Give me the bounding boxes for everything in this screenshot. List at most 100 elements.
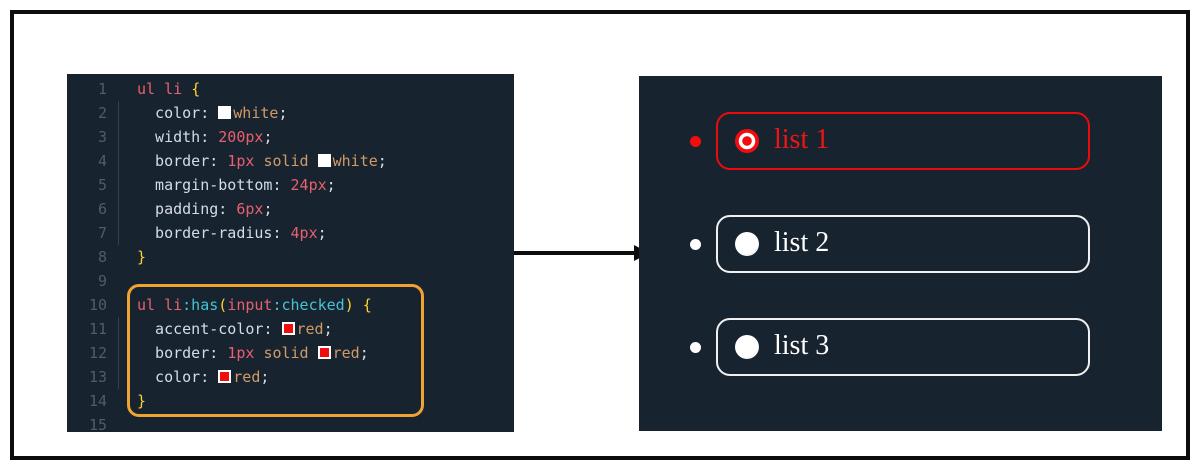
code-token: ; — [359, 344, 369, 362]
color-swatch-red-icon — [281, 322, 295, 335]
code-text: } — [107, 389, 146, 413]
line-number: 6 — [97, 200, 107, 218]
list-item[interactable]: list 2 — [639, 215, 1162, 273]
code-token: : — [272, 176, 291, 194]
code-token — [182, 80, 191, 98]
rendered-list-panel: list 1 list 2 list 3 — [639, 76, 1162, 431]
color-swatch-white-icon — [218, 106, 232, 119]
line-number: 9 — [97, 272, 107, 290]
code-text: border: 1px solid red; — [107, 341, 369, 365]
code-text — [107, 413, 137, 437]
code-token: : — [209, 344, 228, 362]
code-token — [309, 152, 318, 170]
code-token: ; — [263, 200, 273, 218]
code-token: padding — [137, 200, 219, 218]
code-text: } — [107, 245, 146, 269]
code-line: 5 margin-bottom: 24px; — [67, 173, 514, 197]
color-swatch-red-icon — [218, 370, 232, 383]
code-token: border — [137, 344, 210, 362]
line-number: 5 — [97, 176, 107, 194]
code-token: red — [332, 344, 360, 362]
code-text: color: red; — [107, 365, 269, 389]
list-item-box[interactable]: list 1 — [716, 112, 1090, 170]
list-item-label: list 2 — [774, 226, 830, 258]
line-number: 11 — [88, 320, 107, 338]
code-token: :has — [182, 296, 219, 314]
code-line: 4 border: 1px solid white; — [67, 149, 514, 173]
code-token: { — [362, 296, 372, 314]
code-line: 8} — [67, 245, 514, 269]
list-bullet-marker — [690, 342, 701, 353]
arrow-right-icon — [514, 245, 650, 262]
code-token: red — [233, 368, 261, 386]
radio-unchecked-icon[interactable] — [735, 232, 759, 256]
code-token: ; — [260, 368, 270, 386]
code-token: width — [137, 128, 201, 146]
list-item-label: list 1 — [774, 123, 830, 155]
code-token: color — [137, 368, 201, 386]
color-swatch-white-icon — [317, 154, 331, 167]
code-token: solid — [263, 152, 309, 170]
list-item-box[interactable]: list 2 — [716, 215, 1090, 273]
code-token: border — [137, 152, 210, 170]
code-text: ul li { — [107, 77, 200, 101]
code-token: :checked — [272, 296, 345, 314]
code-token: ( — [218, 296, 228, 314]
code-token: : — [200, 128, 219, 146]
code-token: 4px — [290, 224, 318, 242]
radio-unchecked-icon[interactable] — [735, 335, 759, 359]
list-item[interactable]: list 1 — [639, 112, 1162, 170]
code-line: 12 border: 1px solid red; — [67, 341, 514, 365]
code-text — [107, 269, 137, 293]
code-text: ul li:has(input:checked) { — [107, 293, 372, 317]
code-token: 200px — [218, 128, 264, 146]
list-item-box[interactable]: list 3 — [716, 318, 1090, 376]
color-swatch-red-icon — [317, 346, 331, 359]
code-token: ; — [317, 224, 327, 242]
code-token: solid — [263, 344, 309, 362]
code-token: : — [272, 224, 291, 242]
code-token: } — [137, 248, 147, 266]
line-number: 10 — [88, 296, 107, 314]
code-token: ul li — [137, 80, 183, 98]
radio-checked-icon[interactable] — [735, 129, 759, 153]
code-token — [354, 296, 363, 314]
code-token: ; — [263, 128, 273, 146]
code-token: 6px — [236, 200, 264, 218]
list-bullet-marker — [690, 136, 701, 147]
code-token: ) — [344, 296, 354, 314]
line-number: 15 — [88, 416, 107, 434]
code-text: padding: 6px; — [107, 197, 272, 221]
code-line: 6 padding: 6px; — [67, 197, 514, 221]
code-token: border-radius — [137, 224, 273, 242]
code-line: 11 accent-color: red; — [67, 317, 514, 341]
code-text: width: 200px; — [107, 125, 272, 149]
code-line: 7 border-radius: 4px; — [67, 221, 514, 245]
code-text: border-radius: 4px; — [107, 221, 327, 245]
list-item-label: list 3 — [774, 329, 830, 361]
code-line: 9 — [67, 269, 514, 293]
code-token — [309, 344, 318, 362]
code-token: { — [191, 80, 201, 98]
code-token: : — [200, 368, 219, 386]
line-number: 1 — [97, 80, 107, 98]
arrow-shaft — [514, 251, 636, 255]
line-number: 12 — [88, 344, 107, 362]
list-bullet-marker — [690, 239, 701, 250]
code-token: : — [200, 104, 219, 122]
code-token: ; — [278, 104, 288, 122]
line-number: 7 — [97, 224, 107, 242]
code-text: border: 1px solid white; — [107, 149, 387, 173]
line-number: 13 — [88, 368, 107, 386]
line-number: 3 — [97, 128, 107, 146]
code-token: ; — [326, 176, 336, 194]
code-line: 3 width: 200px; — [67, 125, 514, 149]
list-item[interactable]: list 3 — [639, 318, 1162, 376]
code-text: margin-bottom: 24px; — [107, 173, 336, 197]
